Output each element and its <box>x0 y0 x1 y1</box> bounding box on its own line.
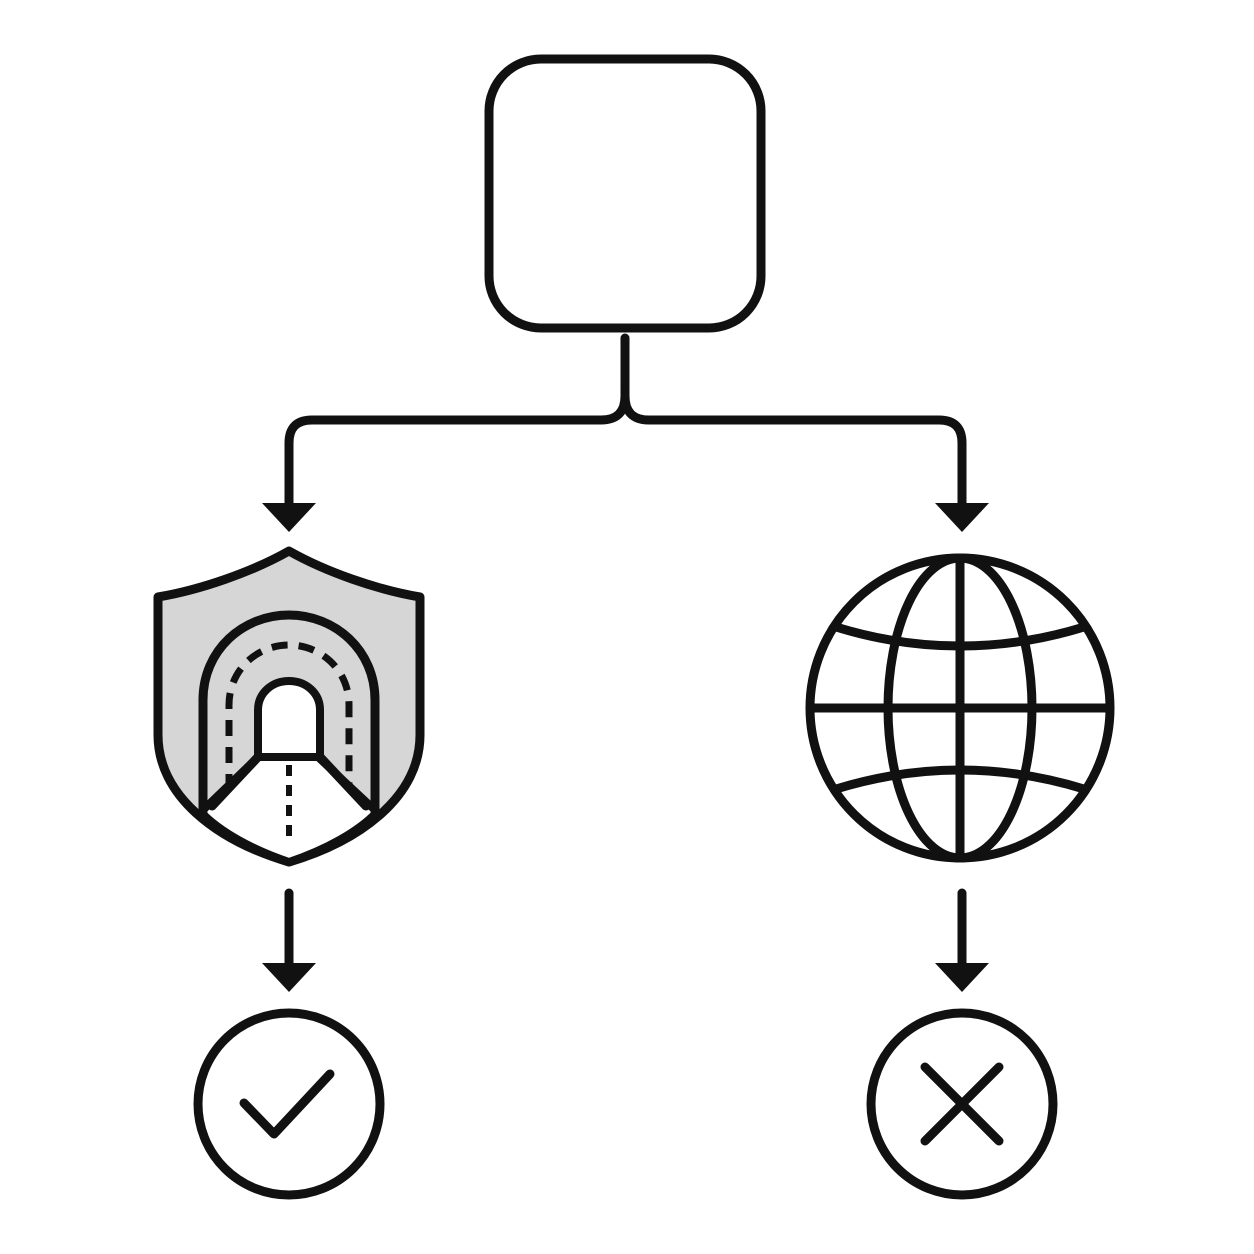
arrowhead-to-globe <box>935 503 989 532</box>
tunnel-opening <box>254 677 324 761</box>
x-mark-icon <box>920 1062 1004 1146</box>
checkmark-icon <box>239 1069 335 1139</box>
x-result <box>866 1008 1058 1200</box>
top-box <box>484 54 766 333</box>
tunnel-outer-arch <box>198 610 380 817</box>
globe-parallel-top <box>831 622 1089 651</box>
arrowhead-to-check <box>262 963 316 992</box>
road-edge-right <box>315 752 371 811</box>
x-circle <box>866 1008 1058 1200</box>
tunnel-dashed-arch <box>225 641 353 790</box>
arrowhead-to-shield <box>262 503 316 532</box>
branch-connector-right <box>620 391 967 511</box>
globe-parallel-bottom <box>831 765 1089 794</box>
globe-icon <box>805 553 1115 863</box>
road-edge-left <box>207 752 263 811</box>
branch-connector <box>284 333 630 511</box>
checkmark-result <box>193 1008 385 1200</box>
arrowhead-to-x <box>935 963 989 992</box>
shield-tunnel-icon <box>153 546 425 867</box>
check-circle <box>193 1008 385 1200</box>
